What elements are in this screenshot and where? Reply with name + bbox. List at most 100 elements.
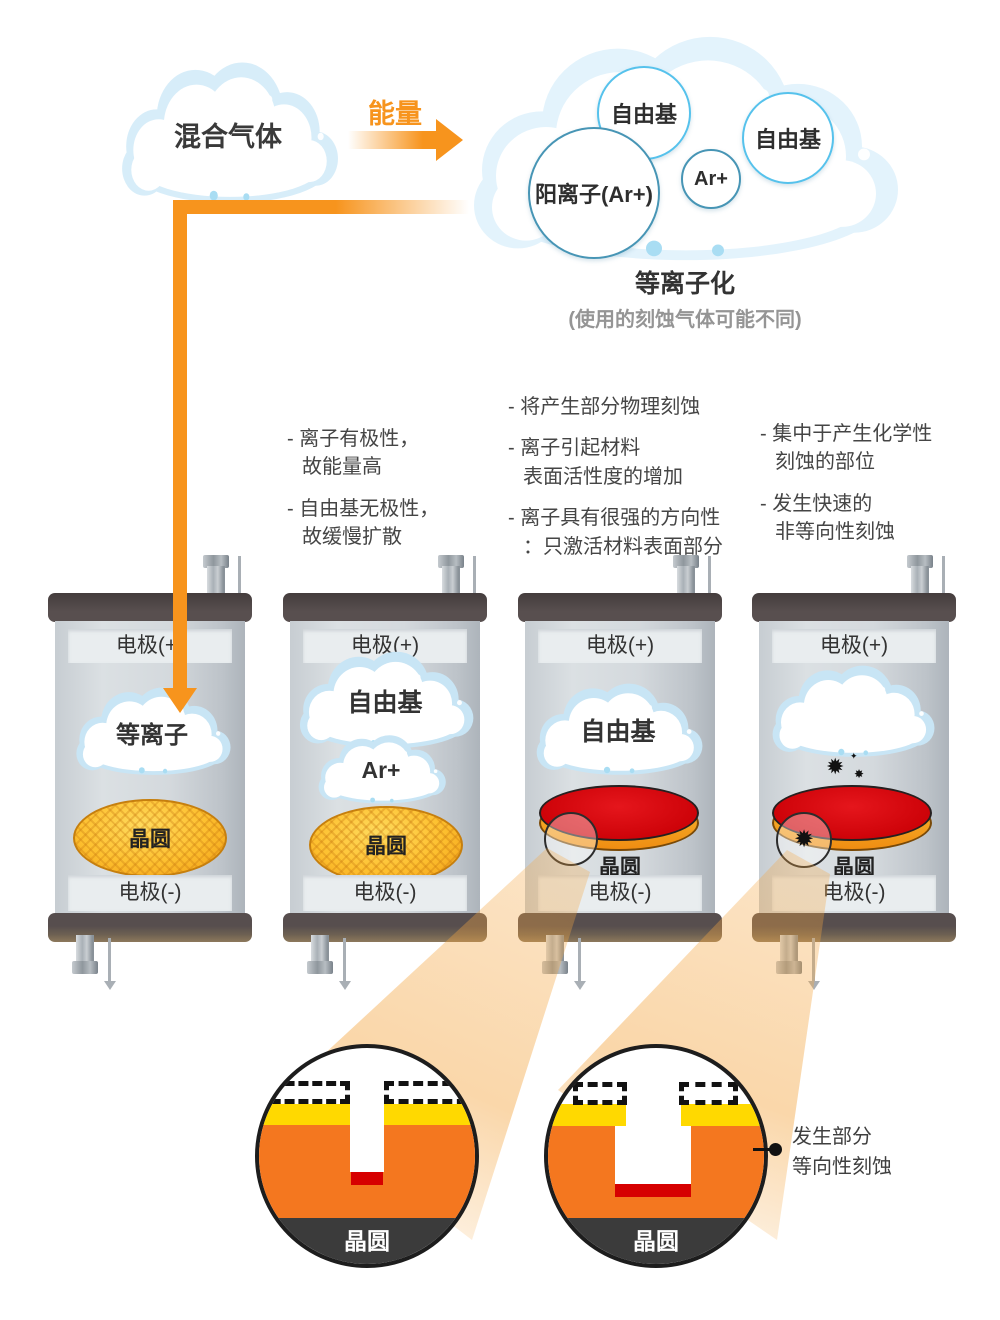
- electrode-positive: 电极(+): [538, 629, 702, 663]
- spark-icon: ✸: [854, 767, 865, 781]
- cation-circle: 阳离子(Ar+): [528, 127, 660, 259]
- outlet-pipe: [780, 935, 798, 963]
- energy-arrow: [348, 131, 436, 149]
- ar-ion-label: Ar+: [694, 167, 728, 190]
- magnifier-circle: ✹: [776, 812, 832, 868]
- inlet-pipe-flange: [907, 555, 933, 568]
- cloud-label: 自由基: [580, 718, 656, 746]
- ar-ion-cloud: Ar+: [315, 734, 447, 806]
- spark-icon: ✦: [850, 751, 858, 761]
- chamber-1: 电极(+) 等离子 晶圆 电极(-): [48, 550, 252, 995]
- cross-section-anisotropic: 晶圆: [255, 1044, 479, 1268]
- plasma-cloud-small: 等离子: [72, 686, 232, 778]
- wafer-label: 晶圆: [344, 1228, 390, 1254]
- electrode-negative: 电极(-): [538, 875, 702, 911]
- inlet-pipe: [911, 566, 929, 598]
- chamber-top-cap: [283, 593, 487, 622]
- outlet-pipe-flange: [72, 961, 98, 974]
- ar-ion-circle: Ar+: [681, 149, 741, 209]
- flow-arrow-horizontal: [173, 200, 469, 214]
- note: - 将产生部分物理刻蚀: [508, 396, 701, 418]
- electrode-positive: 电极(+): [772, 629, 936, 663]
- inlet-pipe: [207, 566, 225, 598]
- electrode-negative: 电极(-): [303, 875, 467, 911]
- flow-arrowhead-icon: [163, 688, 197, 713]
- etched-trench: [350, 1090, 384, 1172]
- gas-out-arrow-icon: [338, 938, 351, 990]
- radical-cloud: 自由基: [295, 650, 475, 752]
- wafer-label: 晶圆: [633, 1228, 679, 1254]
- energy-label: 能量: [368, 99, 422, 129]
- cloud-label: 自由基: [347, 689, 423, 717]
- outlet-pipe: [311, 935, 329, 963]
- plasma-subtitle: (使用的刻蚀气体可能不同): [568, 309, 802, 331]
- plasma-title: 等离子化: [634, 270, 735, 298]
- outlet-pipe-flange: [307, 961, 333, 974]
- original-mask-outline: [384, 1081, 475, 1104]
- gas-out-arrow-icon: [103, 938, 116, 990]
- radical-label-1: 自由基: [610, 102, 677, 127]
- etch-front: [351, 1172, 383, 1185]
- mixed-gas-label: 混合气体: [174, 121, 282, 152]
- electrode-positive: 电极(+): [303, 629, 467, 663]
- annotation-connector-dot: [769, 1143, 782, 1156]
- spark-icon: ✹: [793, 826, 815, 853]
- chamber-top-cap: [752, 593, 956, 622]
- note: - 离子引起材料 表面活性度的增加: [508, 437, 683, 488]
- electrode-positive: 电极(+): [68, 629, 232, 663]
- wafer-yellow: 晶圆: [309, 806, 463, 884]
- radical-cloud: 自由基: [532, 682, 704, 778]
- plasma-cloud: [462, 33, 902, 268]
- flow-arrow-vertical: [173, 200, 187, 689]
- outlet-pipe-flange: [776, 961, 802, 974]
- outlet-pipe-flange: [542, 961, 568, 974]
- inlet-pipe-flange: [673, 555, 699, 568]
- energy-arrowhead-icon: [436, 119, 463, 161]
- notes-column-2: - 将产生部分物理刻蚀 - 离子引起材料 表面活性度的增加 - 离子具有很强的方…: [508, 393, 758, 574]
- inlet-pipe-flange: [438, 555, 464, 568]
- notes-column-3: - 集中于产生化学性 刻蚀的部位 - 发生快速的 非等向性刻蚀: [760, 420, 980, 560]
- original-mask-outline: [573, 1082, 627, 1105]
- isotropic-etch-annotation: 发生部分 等向性刻蚀: [792, 1126, 892, 1178]
- note: - 离子有极性， 故能量高: [287, 428, 420, 479]
- electrode-negative: 电极(-): [68, 875, 232, 911]
- radical-circle-2: 自由基: [742, 92, 834, 184]
- cation-label: 阳离子(Ar+): [535, 182, 653, 207]
- spark-icon: ✹: [826, 754, 845, 779]
- chamber-4: 电极(+) ✹ ✦ ✸ ✹ 晶圆 电极(-): [752, 550, 956, 995]
- cross-section-isotropic: 晶圆: [544, 1044, 768, 1268]
- notes-column-1: - 离子有极性， 故能量高 - 自由基无极性， 故缓慢扩散: [287, 425, 502, 565]
- original-mask-outline: [679, 1082, 738, 1105]
- etched-opening: [626, 1088, 681, 1128]
- etched-trench-wide: [615, 1126, 691, 1184]
- cloud-label: Ar+: [361, 756, 401, 783]
- note: - 集中于产生化学性 刻蚀的部位: [760, 423, 933, 474]
- mask-layer: [548, 1104, 626, 1126]
- inlet-pipe: [677, 566, 695, 598]
- note: - 离子具有很强的方向性 ：只激活材料表面部分: [508, 507, 723, 558]
- mask-layer: [681, 1104, 764, 1126]
- etch-front: [615, 1184, 691, 1197]
- wafer-label: 晶圆: [365, 835, 407, 858]
- inlet-pipe-flange: [203, 555, 229, 568]
- gas-out-arrow-icon: [573, 938, 586, 990]
- wafer-label: 晶圆: [129, 828, 171, 851]
- mixed-gas-cloud: 混合气体: [116, 60, 340, 208]
- outlet-pipe: [76, 935, 94, 963]
- electrode-negative: 电极(-): [772, 875, 936, 911]
- wafer-label: 晶圆: [833, 856, 875, 879]
- empty-cloud: [768, 664, 936, 760]
- inlet-pipe: [442, 566, 460, 598]
- chamber-top-cap: [518, 593, 722, 622]
- wafer-yellow: 晶圆: [73, 799, 227, 877]
- plasma-title-block: 等离子化 (使用的刻蚀气体可能不同): [480, 264, 890, 332]
- chamber-3: 电极(+) 自由基 晶圆 电极(-): [518, 550, 722, 995]
- note: - 自由基无极性， 故缓慢扩散: [287, 497, 440, 549]
- radical-label-2: 自由基: [754, 127, 821, 152]
- gas-out-arrow-icon: [807, 938, 820, 990]
- note: - 发生快速的 非等向性刻蚀: [760, 492, 895, 544]
- magnifier-circle: [544, 812, 598, 866]
- chamber-top-cap: [48, 593, 252, 622]
- cloud-label: 等离子: [116, 721, 188, 749]
